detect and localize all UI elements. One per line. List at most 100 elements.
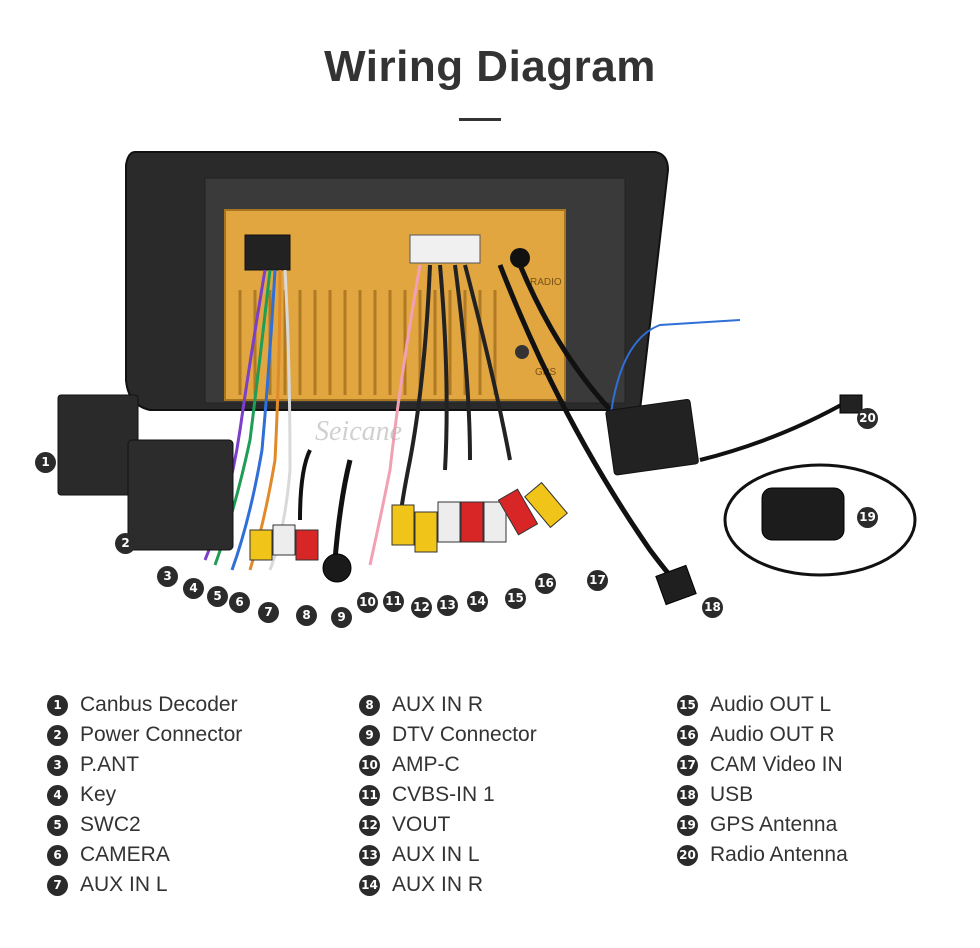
callout-7: 7 xyxy=(258,602,279,623)
legend-item: 7 AUX IN L xyxy=(47,870,242,900)
legend-label: AUX IN R xyxy=(392,693,484,716)
legend-number: 20 xyxy=(677,844,698,866)
callout-18: 18 xyxy=(702,597,723,618)
decoder-box xyxy=(605,398,699,476)
legend-label: Key xyxy=(80,783,117,806)
legend-number: 5 xyxy=(47,814,68,836)
legend-label: Audio OUT R xyxy=(710,723,835,746)
legend-number: 19 xyxy=(677,814,698,836)
gps-antenna-puck xyxy=(761,487,845,541)
legend-item: 13 AUX IN L xyxy=(359,840,537,870)
main-connector xyxy=(409,234,481,264)
legend-label: Radio Antenna xyxy=(710,843,848,866)
callout-2: 2 xyxy=(115,533,136,554)
callout-4: 4 xyxy=(183,578,204,599)
canbus-decoder xyxy=(57,394,139,496)
callout-9: 9 xyxy=(331,607,352,628)
callout-6: 6 xyxy=(229,592,250,613)
legend-number: 2 xyxy=(47,724,68,746)
callout-8: 8 xyxy=(296,605,317,626)
legend-label: AUX IN R xyxy=(392,873,484,896)
legend-number: 9 xyxy=(359,724,380,746)
callout-17: 17 xyxy=(587,570,608,591)
legend-item: 6 CAMERA xyxy=(47,840,242,870)
legend-label: DTV Connector xyxy=(392,723,537,746)
callout-13: 13 xyxy=(437,595,458,616)
legend-number: 13 xyxy=(359,844,380,866)
callout-16: 16 xyxy=(535,573,556,594)
legend-number: 3 xyxy=(47,754,68,776)
legend-item: 4 Key xyxy=(47,780,242,810)
callout-12: 12 xyxy=(411,597,432,618)
legend-number: 7 xyxy=(47,874,68,896)
callout-5: 5 xyxy=(207,586,228,607)
gps-jack xyxy=(515,345,529,359)
usb-plug xyxy=(655,564,697,606)
legend-label: CAMERA xyxy=(80,843,170,866)
dtv-connector xyxy=(322,553,352,583)
legend-number: 4 xyxy=(47,784,68,806)
legend-label: SWC2 xyxy=(80,813,141,836)
legend-item: 5 SWC2 xyxy=(47,810,242,840)
callout-1: 1 xyxy=(35,452,56,473)
callout-20: 20 xyxy=(857,408,878,429)
legend-label: Power Connector xyxy=(80,723,243,746)
legend-item: 14 AUX IN R xyxy=(359,870,537,900)
legend-label: AUX IN L xyxy=(392,843,480,866)
gps-cable-loop xyxy=(723,463,917,577)
legend-number: 6 xyxy=(47,844,68,866)
legend-number: 1 xyxy=(47,694,68,716)
legend-number: 18 xyxy=(677,784,698,806)
left-connector xyxy=(244,234,291,271)
legend-item: 3 P.ANT xyxy=(47,750,242,780)
radio-antenna-plug xyxy=(839,394,863,414)
callout-10: 10 xyxy=(357,592,378,613)
callout-11: 11 xyxy=(383,591,404,612)
legend-item: 16 Audio OUT R xyxy=(677,720,848,750)
head-unit-illustration: RADIO GPS xyxy=(57,151,917,606)
legend-label: AMP-C xyxy=(392,753,460,776)
watermark: Seicane xyxy=(315,416,402,447)
callout-14: 14 xyxy=(467,591,488,612)
legend-number: 15 xyxy=(677,694,698,716)
legend-number: 14 xyxy=(359,874,380,896)
legend-label: AUX IN L xyxy=(80,873,168,896)
legend-label: P.ANT xyxy=(80,753,140,776)
legend-item: 20 Radio Antenna xyxy=(677,840,848,870)
wiring-diagram: RADIO GPS xyxy=(0,140,980,660)
legend-number: 11 xyxy=(359,784,380,806)
legend-number: 10 xyxy=(359,754,380,776)
legend-item: 9 DTV Connector xyxy=(359,720,537,750)
legend-number: 8 xyxy=(359,694,380,716)
rca-plugs xyxy=(249,481,568,561)
page-title: Wiring Diagram xyxy=(324,42,656,91)
legend-label: Audio OUT L xyxy=(710,693,832,716)
legend-item: 18 USB xyxy=(677,780,848,810)
radio-label: RADIO xyxy=(530,277,562,288)
legend-number: 16 xyxy=(677,724,698,746)
radio-jack xyxy=(510,248,530,268)
legend-number: 12 xyxy=(359,814,380,836)
callout-19: 19 xyxy=(857,507,878,528)
legend-item: 10 AMP-C xyxy=(359,750,537,780)
legend-label: CVBS-IN 1 xyxy=(392,783,495,806)
legend-item: 1 Canbus Decoder xyxy=(47,690,242,720)
callout-15: 15 xyxy=(505,588,526,609)
callout-3: 3 xyxy=(157,566,178,587)
legend-item: 8 AUX IN R xyxy=(359,690,537,720)
legend-label: CAM Video IN xyxy=(710,753,843,776)
legend-label: USB xyxy=(710,783,754,806)
power-connector xyxy=(127,439,234,551)
legend-item: 15 Audio OUT L xyxy=(677,690,848,720)
title-underline xyxy=(459,118,501,121)
legend-item: 11 CVBS-IN 1 xyxy=(359,780,537,810)
legend-label: Canbus Decoder xyxy=(80,693,238,716)
chassis xyxy=(224,209,566,401)
